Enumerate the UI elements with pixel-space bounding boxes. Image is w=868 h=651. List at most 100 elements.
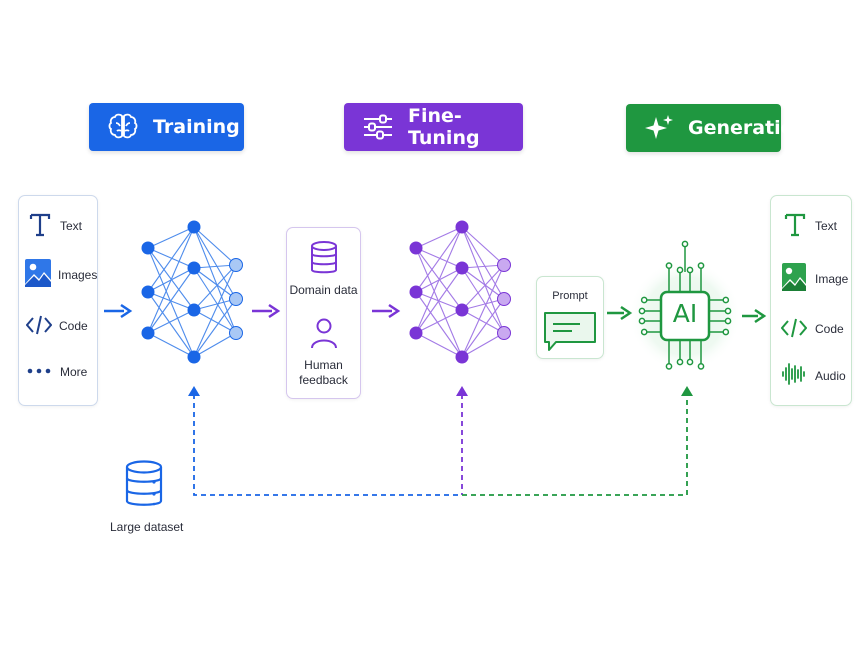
network-connection bbox=[415, 247, 463, 358]
fine-tuning-label: Fine-Tuning bbox=[408, 105, 480, 149]
flow-arrow-finetune-data-to-network bbox=[372, 303, 401, 319]
network-node bbox=[497, 258, 511, 272]
network-node bbox=[455, 303, 469, 317]
network-node bbox=[141, 326, 155, 340]
network-connection bbox=[461, 309, 505, 334]
flow-arrow-prompt-to-ai bbox=[607, 305, 633, 321]
training-button[interactable]: Training bbox=[89, 103, 244, 151]
network-connection bbox=[147, 267, 195, 334]
database-icon bbox=[311, 241, 337, 274]
network-node bbox=[187, 220, 201, 234]
network-node bbox=[409, 241, 423, 255]
network-connection bbox=[415, 267, 463, 334]
network-connection bbox=[461, 298, 505, 311]
network-connection bbox=[415, 309, 463, 334]
chip-trace-node bbox=[724, 307, 732, 315]
image-icon bbox=[782, 263, 806, 291]
network-connection bbox=[415, 332, 463, 358]
generation-button[interactable]: Generation bbox=[626, 104, 807, 152]
arrowhead-up-generation bbox=[681, 386, 693, 396]
fine-tuning-button[interactable]: Fine-Tuning bbox=[344, 103, 523, 151]
training-neural-network bbox=[141, 220, 243, 364]
network-node bbox=[141, 241, 155, 255]
network-connection bbox=[147, 226, 195, 249]
network-connection bbox=[193, 264, 237, 358]
network-connection bbox=[193, 267, 237, 300]
network-connection bbox=[147, 247, 195, 269]
network-connection bbox=[147, 332, 195, 358]
output-code-label: Code bbox=[815, 322, 844, 336]
output-image-label: Image bbox=[815, 272, 849, 286]
network-connection bbox=[461, 267, 505, 300]
network-node bbox=[229, 326, 243, 340]
arrowhead-up-training bbox=[188, 386, 200, 396]
network-node bbox=[187, 303, 201, 317]
network-node bbox=[409, 285, 423, 299]
more-icon bbox=[27, 368, 51, 374]
output-panel bbox=[770, 195, 852, 406]
network-node bbox=[497, 326, 511, 340]
network-connection bbox=[461, 298, 505, 358]
network-connection bbox=[461, 264, 505, 269]
dataset-feedback-lines bbox=[193, 394, 688, 496]
chip-trace-node bbox=[665, 262, 673, 269]
brain-icon bbox=[108, 113, 138, 139]
network-connection bbox=[193, 298, 237, 311]
sliders-icon bbox=[364, 114, 392, 140]
network-connection bbox=[461, 264, 505, 311]
large-dataset-label: Large dataset bbox=[110, 520, 184, 534]
network-connection bbox=[461, 226, 505, 300]
chip-trace-node bbox=[722, 296, 730, 304]
chat-bubble-icon bbox=[544, 312, 596, 351]
ai-chip bbox=[629, 240, 741, 372]
input-images-label: Images bbox=[58, 268, 98, 282]
network-connection bbox=[461, 267, 505, 334]
chip-trace-node bbox=[665, 363, 673, 370]
network-connection bbox=[147, 309, 195, 334]
network-connection bbox=[415, 226, 463, 293]
network-node bbox=[455, 261, 469, 275]
network-connection bbox=[193, 309, 237, 334]
flow-arrow-ai-to-output bbox=[742, 308, 767, 324]
chip-trace-node bbox=[638, 317, 646, 325]
input-text-label: Text bbox=[60, 219, 83, 233]
flow-arrow-training-to-finetune bbox=[252, 303, 281, 319]
output-text-label: Text bbox=[815, 219, 838, 233]
network-node bbox=[141, 285, 155, 299]
network-connection bbox=[461, 264, 505, 358]
network-connection bbox=[415, 226, 463, 249]
fine-tuned-neural-network bbox=[409, 220, 511, 364]
network-connection bbox=[193, 226, 237, 266]
domain-data-label: Domain data bbox=[289, 283, 358, 297]
network-connection bbox=[193, 267, 237, 334]
chip-trace-node bbox=[676, 358, 684, 366]
code-icon bbox=[781, 318, 807, 338]
network-connection bbox=[193, 264, 237, 269]
sparkle-icon bbox=[645, 115, 673, 139]
network-connection bbox=[415, 291, 463, 358]
training-label: Training bbox=[153, 116, 240, 138]
network-connection bbox=[461, 226, 505, 266]
chip-trace-node bbox=[638, 307, 646, 315]
network-connection bbox=[147, 291, 195, 358]
network-connection bbox=[147, 226, 195, 293]
generation-label: Generation bbox=[688, 117, 808, 139]
network-connection bbox=[193, 226, 237, 300]
network-connection bbox=[461, 226, 505, 334]
network-node bbox=[187, 350, 201, 364]
network-connection bbox=[415, 247, 463, 269]
code-icon bbox=[26, 315, 52, 335]
chip-trace-node bbox=[686, 358, 694, 366]
network-connection bbox=[147, 247, 195, 358]
network-node bbox=[229, 292, 243, 306]
network-connection bbox=[415, 226, 463, 334]
network-node bbox=[229, 258, 243, 272]
network-connection bbox=[461, 332, 505, 358]
chip-trace-node bbox=[676, 266, 684, 274]
network-node bbox=[187, 261, 201, 275]
chip-trace-node bbox=[697, 363, 705, 370]
network-connection bbox=[193, 298, 237, 358]
ai-chip-label: AI bbox=[672, 299, 698, 328]
prompt-label: Prompt bbox=[552, 290, 588, 302]
